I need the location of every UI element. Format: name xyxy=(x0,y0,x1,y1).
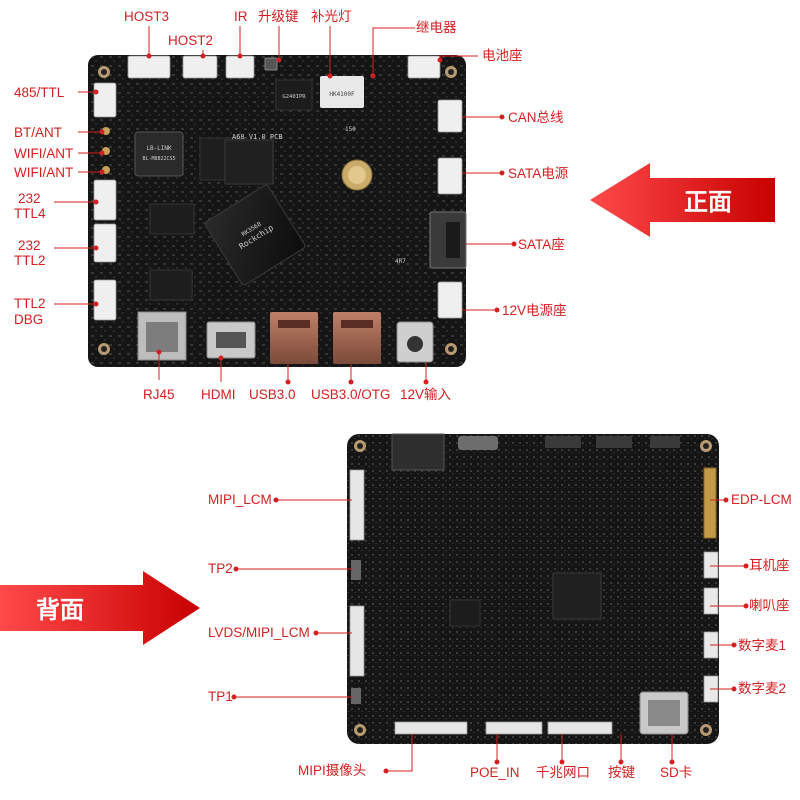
label-battery: 电池座 xyxy=(482,48,523,63)
label-mipi-camera: MIPI摄像头 xyxy=(298,763,367,778)
label-rs485: 485/TTL xyxy=(14,85,65,100)
label-fill-light: 补光灯 xyxy=(311,9,352,24)
back-banner: 背面 xyxy=(0,571,200,645)
label-upgrade-key: 升级键 xyxy=(258,9,299,24)
front-banner-text: 正面 xyxy=(684,188,732,216)
label-gigabit-port: 千兆网口 xyxy=(536,765,590,780)
label-232-ttl2-b: TTL2 xyxy=(14,253,46,268)
back-leaders xyxy=(231,497,749,774)
label-usb30-otg: USB3.0/OTG xyxy=(311,387,391,402)
label-hdmi: HDMI xyxy=(201,387,236,402)
label-ttl2-dbg-b: DBG xyxy=(14,312,44,327)
label-sata: SATA座 xyxy=(518,237,565,252)
front-banner: 正面 xyxy=(590,163,775,237)
back-banner-text: 背面 xyxy=(36,596,84,624)
front-board: HK4100F G240IPR LB-LINK BL-M8822CS5 Rock… xyxy=(88,55,467,367)
label-wifi-ant-2: WIFI/ANT xyxy=(14,165,74,180)
label-digital-mic-2: 数字麦2 xyxy=(738,681,787,696)
label-bt-ant: BT/ANT xyxy=(14,125,63,140)
label-host2: HOST2 xyxy=(168,33,214,48)
label-sata-power: SATA电源 xyxy=(508,166,569,181)
power-ic-marking: G240IPR xyxy=(282,94,306,100)
label-tp2: TP2 xyxy=(208,561,233,576)
relay-marking: HK4100F xyxy=(329,91,355,98)
label-12v-input: 12V输入 xyxy=(400,387,452,402)
back-board xyxy=(347,433,719,744)
label-ir: IR xyxy=(234,9,248,24)
label-edp-lcm: EDP-LCM xyxy=(731,492,792,507)
label-ttl2-dbg-a: TTL2 xyxy=(14,296,46,311)
label-button: 按键 xyxy=(608,765,635,780)
label-lvds-mipi-lcm: LVDS/MIPI_LCM xyxy=(208,625,310,640)
label-12v-power: 12V电源座 xyxy=(502,303,567,318)
marking-4r7: 4R7 xyxy=(395,258,406,265)
label-232-ttl2-a: 232 xyxy=(18,238,41,253)
label-host3: HOST3 xyxy=(124,9,170,24)
label-mipi-lcm: MIPI_LCM xyxy=(208,492,272,507)
label-232-ttl4-b: TTL4 xyxy=(14,206,46,221)
label-earphone: 耳机座 xyxy=(749,558,790,573)
front-leaders xyxy=(54,26,517,385)
marking-150: 150 xyxy=(345,126,356,133)
label-rj45: RJ45 xyxy=(143,387,175,402)
board-silkscreen: A68 V1.0 PCB xyxy=(232,133,283,141)
label-tp1: TP1 xyxy=(208,689,233,704)
label-can-bus: CAN总线 xyxy=(508,110,564,125)
label-digital-mic-1: 数字麦1 xyxy=(738,638,787,653)
label-232-ttl4-a: 232 xyxy=(18,191,41,206)
wifi-brand: LB-LINK xyxy=(146,145,172,152)
label-usb30: USB3.0 xyxy=(249,387,296,402)
label-wifi-ant-1: WIFI/ANT xyxy=(14,146,74,161)
wifi-module-marking: BL-M8822CS5 xyxy=(142,156,175,162)
label-speaker: 喇叭座 xyxy=(749,598,790,613)
label-relay: 继电器 xyxy=(416,20,457,35)
label-sd-card: SD卡 xyxy=(660,765,693,780)
label-poe-in: POE_IN xyxy=(470,765,520,780)
